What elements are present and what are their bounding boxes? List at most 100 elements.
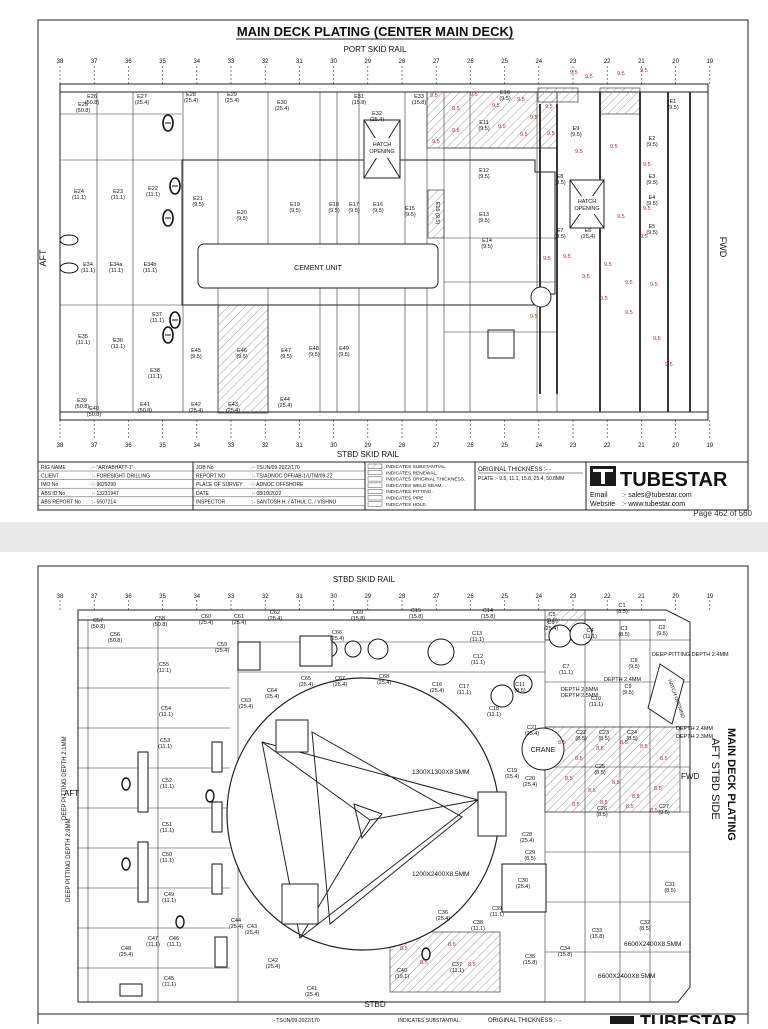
svg-text:(25.4): (25.4) bbox=[229, 924, 244, 930]
svg-text:(11.1): (11.1) bbox=[160, 858, 174, 864]
frame-number: 20 bbox=[672, 59, 679, 65]
svg-text:(25.4): (25.4) bbox=[265, 694, 280, 700]
frame-number: 36 bbox=[125, 59, 132, 65]
svg-text:(9.5): (9.5) bbox=[656, 631, 667, 637]
svg-text:C57: C57 bbox=[93, 618, 103, 624]
svg-text:C45: C45 bbox=[164, 976, 174, 982]
frame-number: 38 bbox=[57, 594, 64, 600]
svg-text:E17: E17 bbox=[349, 202, 359, 208]
frame-number: 27 bbox=[433, 594, 440, 600]
plate-e21: E21(9.5) bbox=[192, 196, 203, 208]
svg-text:(25.4): (25.4) bbox=[520, 838, 535, 844]
frame-number: 28 bbox=[399, 443, 406, 449]
plate-e17: E17(9.5) bbox=[348, 202, 359, 214]
equipment-circle bbox=[569, 622, 593, 646]
svg-text:C6: C6 bbox=[547, 620, 554, 626]
frame-number: 24 bbox=[535, 594, 542, 600]
equipment-block bbox=[211, 863, 223, 895]
svg-text:DEPTH 2.4MM: DEPTH 2.4MM bbox=[676, 726, 713, 732]
legend-swatch bbox=[367, 476, 383, 482]
plate-e20: E20(9.5) bbox=[236, 210, 247, 222]
equipment-circle bbox=[427, 638, 455, 666]
svg-text:E41: E41 bbox=[140, 402, 150, 408]
svg-text:(50.8): (50.8) bbox=[91, 624, 106, 630]
svg-text:C26: C26 bbox=[597, 806, 607, 812]
hatch-opening-2 bbox=[569, 179, 605, 229]
svg-text:DEPTH 2.5MM: DEPTH 2.5MM bbox=[561, 687, 598, 693]
deck-plan-center: MAIN DECK PLATING (CENTER MAIN DECK) POR… bbox=[37, 19, 749, 511]
plate-e32: E32(25.4) bbox=[370, 111, 385, 123]
svg-text:(50.8): (50.8) bbox=[75, 404, 90, 410]
thickness-reading: 9.5 bbox=[452, 106, 460, 112]
svg-text:(11.1): (11.1) bbox=[81, 268, 95, 274]
fwd-label: FWD bbox=[718, 237, 728, 258]
dim-1200: 1200X2400X8.5MM bbox=[412, 871, 469, 878]
plate-e47: E47(9.5) bbox=[280, 348, 291, 360]
plate-c52: C52(11.1) bbox=[160, 778, 174, 790]
info-key: ABS REPORT No bbox=[41, 499, 81, 505]
svg-text:E46: E46 bbox=[237, 348, 247, 354]
thickness-reading: 9.5 bbox=[430, 93, 438, 99]
svg-text:C38: C38 bbox=[473, 920, 483, 926]
plate-c54: C54(11.1) bbox=[159, 706, 173, 718]
svg-text:(15.8): (15.8) bbox=[351, 616, 366, 622]
equipment-block bbox=[137, 751, 149, 813]
crane-pedestal-circle bbox=[226, 677, 500, 951]
plate-e44: E44(25.4) bbox=[278, 397, 293, 409]
equipment-block bbox=[211, 801, 223, 833]
svg-text:(11.1): (11.1) bbox=[162, 898, 176, 904]
plate-e39: E39(50.8) bbox=[75, 398, 90, 410]
email-value: :- sales@tubestar.com bbox=[622, 492, 692, 499]
legend-swatch bbox=[367, 482, 383, 488]
svg-text:E34b: E34b bbox=[144, 262, 157, 268]
svg-text:C59: C59 bbox=[217, 642, 227, 648]
sheet2-border bbox=[37, 565, 749, 1029]
plate-c68: C68(25.4) bbox=[377, 674, 392, 686]
plate-e33: E33(15.8) bbox=[412, 94, 427, 106]
svg-text:(11.1): (11.1) bbox=[72, 195, 86, 201]
thickness-reading: 8.5 bbox=[468, 962, 476, 968]
svg-text:(25.4): (25.4) bbox=[266, 964, 281, 970]
svg-text:(11.1): (11.1) bbox=[559, 670, 573, 676]
tubestar-logo-icon bbox=[590, 466, 616, 486]
thickness-reading: 8.5 bbox=[600, 800, 608, 806]
legend-swatch bbox=[367, 495, 383, 501]
svg-text:C30: C30 bbox=[518, 878, 528, 884]
renewal-areas bbox=[217, 87, 641, 414]
plate-e38: E38(11.1) bbox=[148, 368, 162, 380]
plate-c10: C10(11.1) bbox=[589, 696, 603, 708]
svg-text:(25.4): (25.4) bbox=[516, 884, 531, 890]
thickness-reading: 8.5 bbox=[620, 740, 628, 746]
svg-text:C10: C10 bbox=[591, 696, 601, 702]
plate-e29: E29(25.4) bbox=[225, 92, 240, 104]
thickness-reading: 8.5 bbox=[400, 946, 408, 952]
svg-text:E48: E48 bbox=[309, 346, 319, 352]
plate-c61: C61(25.4) bbox=[232, 614, 247, 626]
plate-c40: C40(19.1) bbox=[395, 968, 410, 980]
plate-e13: E13(9.5) bbox=[478, 212, 489, 224]
svg-text:(8.5): (8.5) bbox=[596, 812, 607, 818]
plate-e30: E30(25.4) bbox=[275, 100, 290, 112]
plate-c38: C38(11.1) bbox=[471, 920, 485, 932]
legend-swatch bbox=[367, 470, 383, 475]
svg-text:(9.5): (9.5) bbox=[328, 208, 339, 214]
svg-text:(15.8): (15.8) bbox=[558, 952, 573, 958]
svg-text:(9.5): (9.5) bbox=[570, 132, 581, 138]
plate-c45: C45(11.1) bbox=[162, 976, 176, 988]
svg-text:(11.1): (11.1) bbox=[487, 712, 501, 718]
sheet-title: MAIN DECK PLATING (CENTER MAIN DECK) bbox=[237, 24, 513, 39]
info-value: :- 08/10/2022 bbox=[252, 491, 282, 497]
info-value: :- FORESIGHT DRILLING bbox=[92, 474, 150, 480]
svg-text:(11.1): (11.1) bbox=[111, 344, 125, 350]
svg-text:(11.1): (11.1) bbox=[150, 318, 164, 324]
legend-text: INDICATES PIPE bbox=[386, 496, 424, 502]
info-value: :- ADNOC OFFSHORE bbox=[252, 482, 304, 488]
svg-text:C22: C22 bbox=[576, 730, 586, 736]
info-key: REPORT NO bbox=[196, 474, 226, 480]
frame-number: 29 bbox=[364, 443, 371, 449]
svg-text:E8: E8 bbox=[557, 174, 564, 180]
svg-text:E44: E44 bbox=[280, 397, 290, 403]
weld-seams bbox=[60, 92, 691, 412]
thickness-reading: 9.5 bbox=[575, 149, 583, 155]
svg-text:(9.5): (9.5) bbox=[646, 201, 657, 207]
